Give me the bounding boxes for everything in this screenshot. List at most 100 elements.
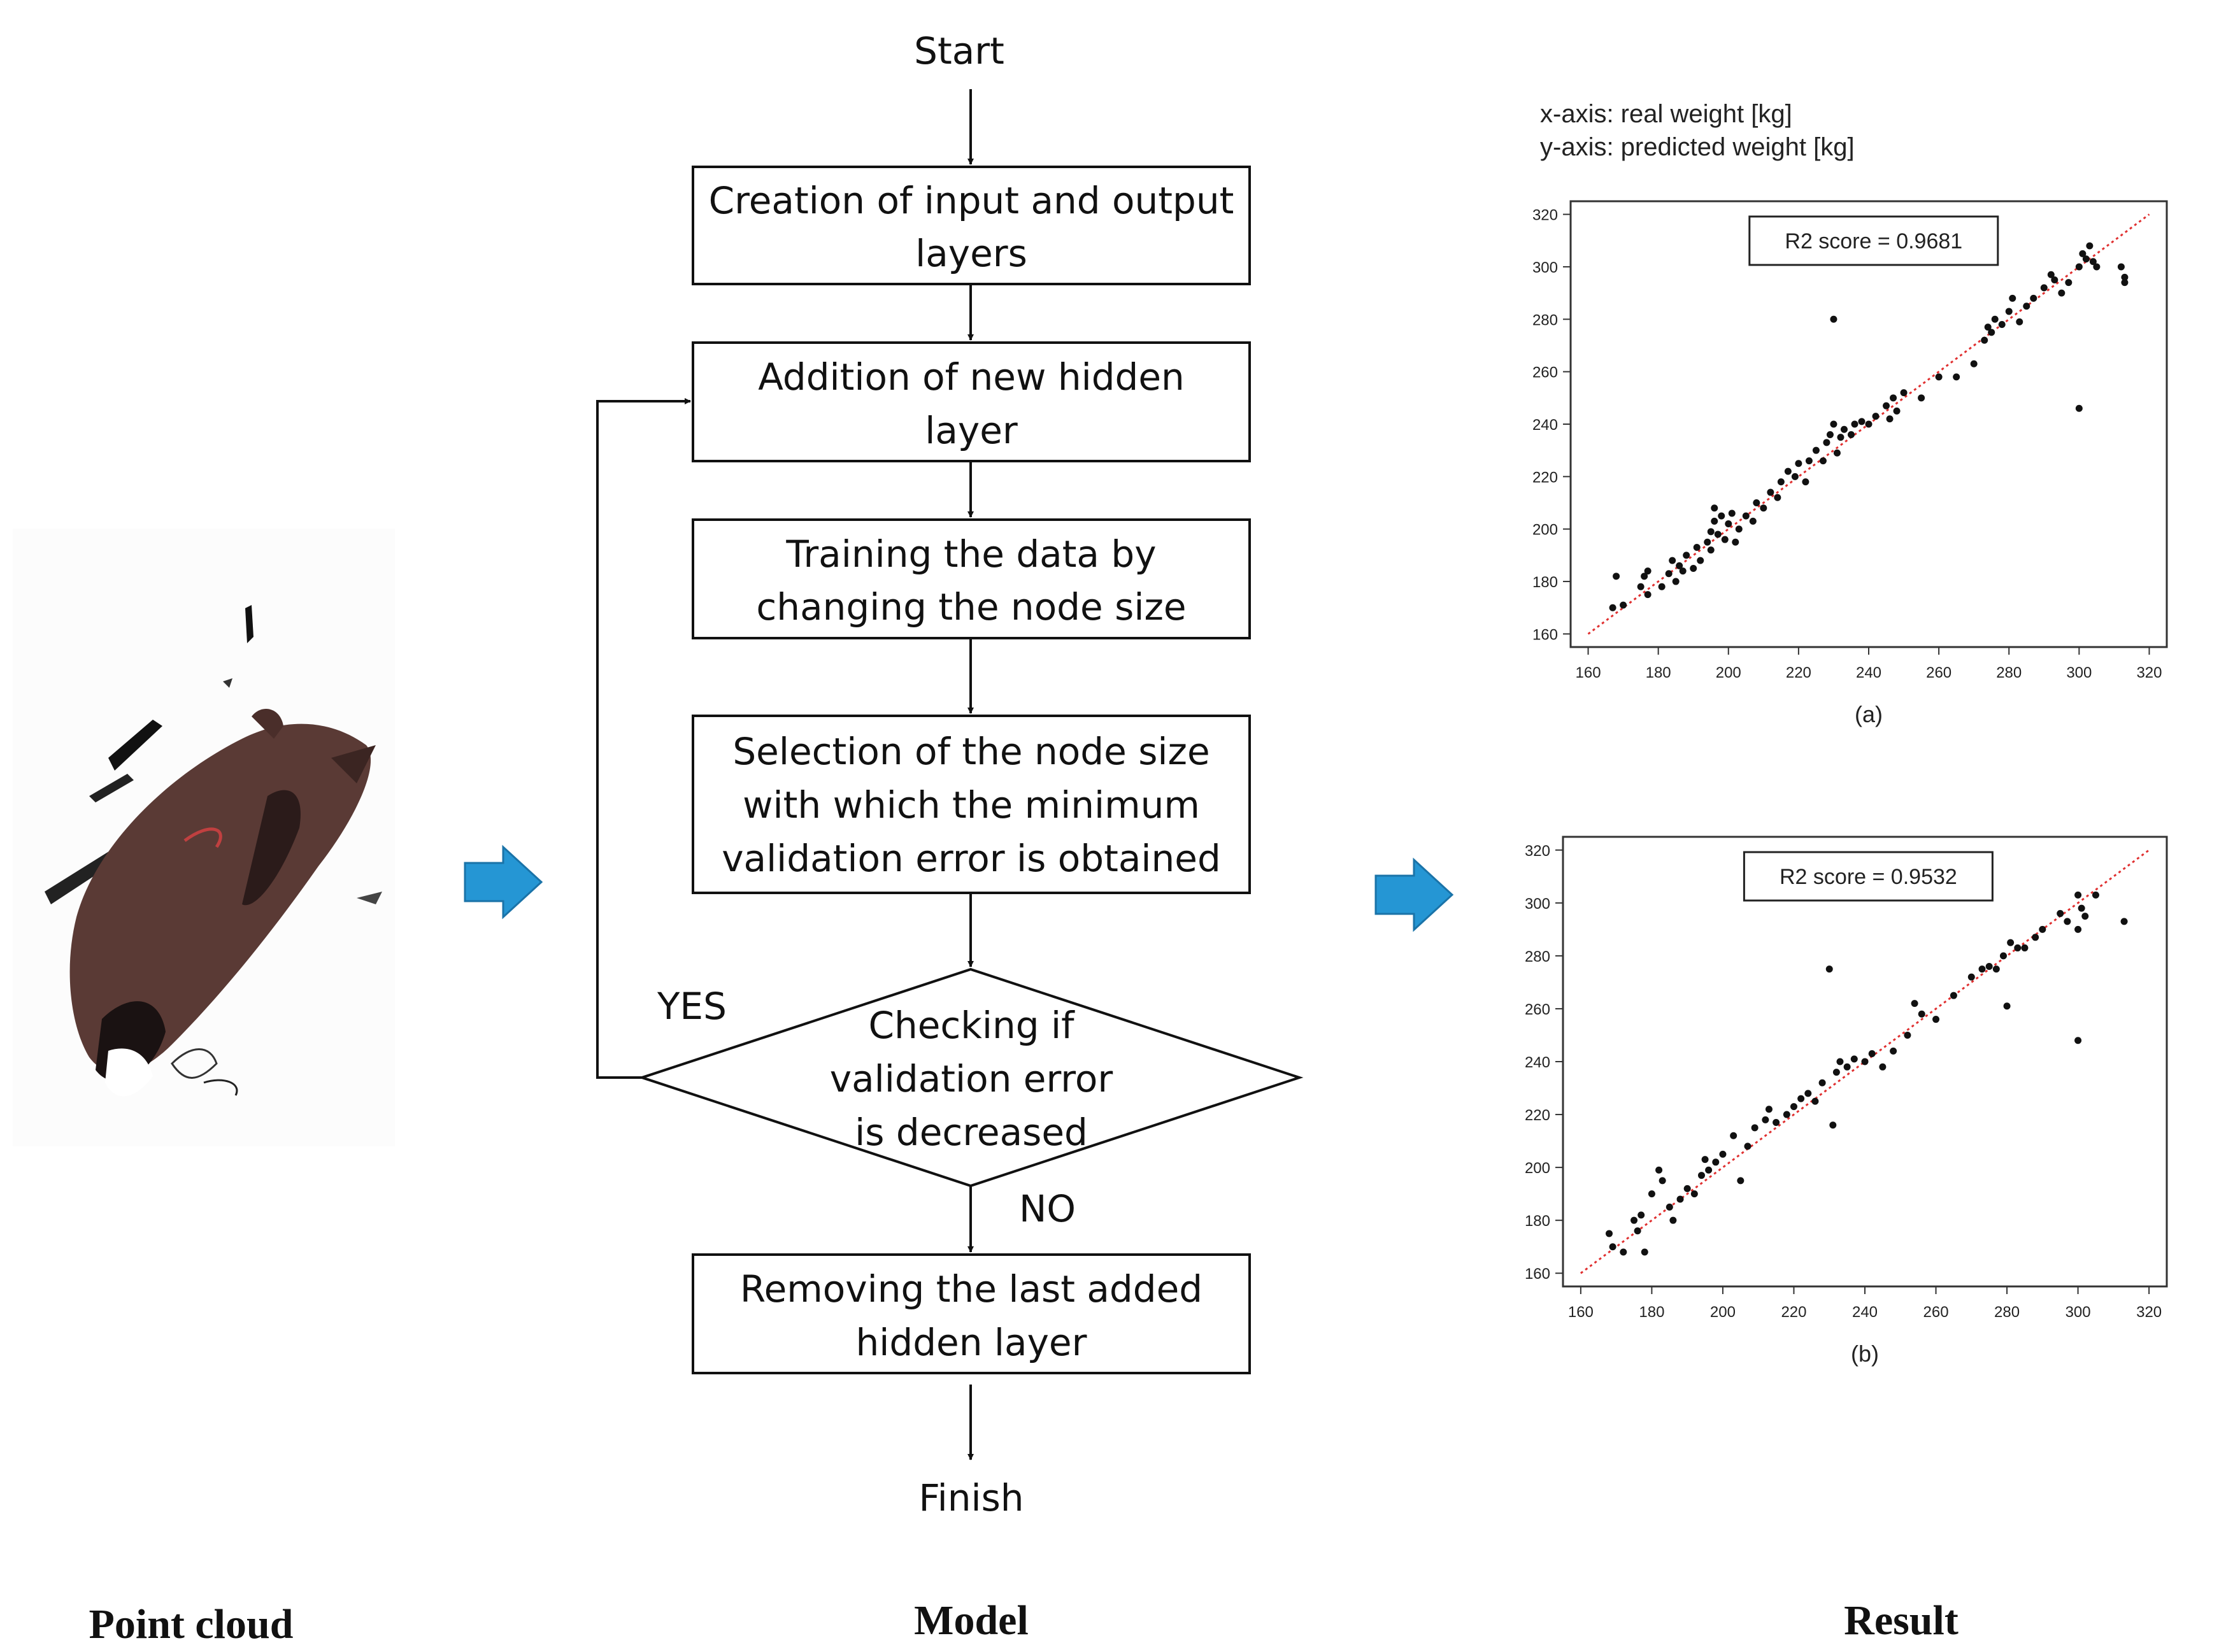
- data-point: [1868, 1050, 1876, 1058]
- data-point: [1823, 439, 1830, 446]
- data-point: [1620, 601, 1627, 609]
- data-point: [1669, 1216, 1677, 1224]
- data-point: [2032, 934, 2039, 941]
- data-point: [1648, 1190, 1655, 1198]
- y-tick-label: 280: [1525, 948, 1550, 965]
- data-point: [1999, 952, 2007, 960]
- data-point: [1697, 1172, 1705, 1179]
- data-point: [2086, 242, 2094, 250]
- data-point: [1829, 1122, 1837, 1129]
- data-point: [1644, 567, 1652, 575]
- data-point: [2078, 904, 2085, 912]
- data-point: [1620, 1248, 1627, 1256]
- data-point: [1613, 573, 1620, 580]
- y-tick-label: 260: [1525, 1001, 1550, 1018]
- data-point: [1890, 1047, 1897, 1055]
- data-point: [1825, 965, 1833, 973]
- y-tick-label: 220: [1525, 1107, 1550, 1124]
- start-label: Start: [914, 29, 1004, 73]
- data-point: [1890, 394, 1897, 402]
- step-create-layers: [692, 166, 1251, 285]
- data-point: [1605, 1230, 1613, 1237]
- data-point: [2089, 258, 2097, 266]
- data-point: [1865, 420, 1873, 428]
- x-tick-label: 220: [1786, 664, 1811, 681]
- x-tick-label: 160: [1568, 1304, 1594, 1321]
- data-point: [1634, 1227, 1641, 1235]
- x-tick-label: 240: [1852, 1304, 1878, 1321]
- x-tick-label: 280: [1994, 1304, 2020, 1321]
- data-point: [1836, 1058, 1844, 1065]
- y-tick-label: 180: [1532, 574, 1558, 591]
- data-point: [2057, 909, 2064, 917]
- r2-score-label: R2 score = 0.9532: [1780, 865, 1957, 889]
- data-point: [2121, 279, 2129, 287]
- data-point: [1760, 504, 1767, 512]
- yes-loop-arrow: [596, 398, 691, 1079]
- x-tick-label: 200: [1710, 1304, 1736, 1321]
- data-point: [2074, 891, 2082, 899]
- data-point: [2121, 273, 2129, 281]
- data-point: [1753, 499, 1760, 507]
- data-point: [1818, 1079, 1826, 1086]
- data-point: [1749, 517, 1757, 525]
- data-point: [1658, 583, 1666, 590]
- step-text: Addition of new hidden: [758, 355, 1185, 399]
- y-tick-label: 180: [1525, 1213, 1550, 1230]
- x-tick-label: 320: [2136, 664, 2162, 681]
- data-point: [1672, 578, 1680, 585]
- data-point: [2007, 939, 2015, 946]
- x-tick-label: 300: [2066, 1304, 2091, 1321]
- y-tick-label: 160: [1525, 1265, 1550, 1283]
- data-point: [1851, 420, 1859, 428]
- y-tick-label: 240: [1532, 417, 1558, 434]
- step-text: validation error is obtained: [722, 837, 1221, 880]
- section-label-result: Result: [1844, 1597, 1959, 1644]
- data-point: [2040, 284, 2048, 292]
- x-tick-label: 260: [1926, 664, 1951, 681]
- data-point: [1641, 573, 1648, 580]
- step-add-hidden-layer: [692, 341, 1251, 462]
- data-point: [1918, 394, 1925, 402]
- x-tick-label: 240: [1856, 664, 1881, 681]
- data-point: [1950, 992, 1957, 999]
- data-point: [1826, 431, 1834, 438]
- x-axis-note: x-axis: real weight [kg]: [1540, 100, 1792, 128]
- data-point: [1644, 591, 1652, 599]
- data-point: [2005, 308, 2013, 315]
- x-tick-label: 300: [2066, 664, 2092, 681]
- step-text: layer: [925, 409, 1018, 452]
- data-point: [1732, 538, 1739, 546]
- data-point: [1728, 509, 1736, 517]
- r2-score-label: R2 score = 0.9681: [1785, 229, 1962, 253]
- data-point: [1858, 418, 1866, 425]
- data-point: [1655, 1166, 1663, 1174]
- step-text: hidden layer: [856, 1321, 1087, 1364]
- data-point: [1609, 604, 1616, 611]
- r2-score-box: [1748, 215, 1999, 266]
- data-point: [1837, 434, 1844, 441]
- data-point: [1725, 520, 1732, 527]
- step-text: Removing the last added: [740, 1267, 1202, 1311]
- data-point: [1805, 457, 1813, 465]
- data-point: [2079, 250, 2087, 257]
- y-tick-label: 260: [1532, 364, 1558, 381]
- data-point: [1886, 415, 1894, 423]
- x-tick-label: 180: [1639, 1304, 1664, 1321]
- data-point: [1791, 473, 1799, 480]
- data-point: [1637, 583, 1645, 590]
- y-tick-label: 320: [1525, 843, 1550, 860]
- step-text: Selection of the node size: [732, 730, 1209, 773]
- data-point: [1690, 564, 1697, 572]
- data-point: [2081, 913, 2089, 920]
- data-point: [2051, 276, 2058, 284]
- data-point: [2075, 404, 2083, 412]
- data-point: [1712, 1158, 1720, 1166]
- data-point: [1666, 1203, 1673, 1211]
- data-point: [1773, 1119, 1780, 1127]
- flowchart: Start Creation of input and output layer…: [596, 29, 1304, 1520]
- decision-text: Checking if: [868, 1004, 1075, 1047]
- data-point: [1992, 965, 2000, 973]
- data-point: [1802, 478, 1809, 486]
